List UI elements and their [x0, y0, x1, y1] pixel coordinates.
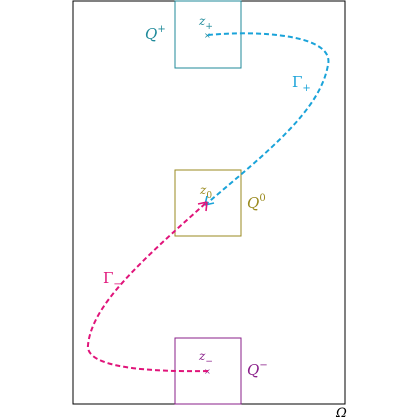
square-q-zero	[174, 169, 242, 237]
label-z-minus-name: z	[198, 349, 206, 363]
label-z-zero-sub: 0	[206, 191, 212, 201]
label-q-zero: Q0	[247, 193, 266, 212]
label-q-zero-sup: 0	[259, 193, 265, 204]
label-z-minus-sub: −	[205, 357, 213, 367]
curve-gamma-minus	[86, 201, 209, 373]
arrowhead-gamma-minus	[197, 201, 208, 212]
domain-label: Ω	[335, 406, 347, 420]
label-q-plus: Q+	[145, 24, 166, 43]
square-q-plus	[174, 0, 242, 69]
label-z-plus-sub: +	[205, 22, 213, 32]
label-q-minus-sup: −	[259, 360, 267, 371]
label-gamma-plus-name: Γ	[292, 73, 302, 91]
label-q-minus-name: Q	[247, 361, 259, 379]
label-gamma-minus: Γ−	[103, 269, 122, 290]
label-z-plus: z+	[198, 14, 213, 32]
label-q-minus: Q−	[247, 360, 268, 379]
label-q-plus-name: Q	[145, 25, 157, 43]
label-gamma-minus-name: Γ	[103, 269, 113, 287]
label-z-minus: z−	[198, 349, 213, 367]
curve-gamma-plus	[204, 32, 330, 206]
label-z-plus-name: z	[198, 14, 206, 28]
label-q-zero-name: Q	[247, 194, 259, 212]
label-gamma-plus: Γ+	[292, 73, 311, 94]
label-gamma-minus-sub: −	[113, 279, 121, 290]
label-z-zero: z0	[199, 183, 212, 201]
label-z-zero-name: z	[199, 183, 207, 197]
domain-boundary	[72, 0, 346, 405]
label-gamma-plus-sub: +	[302, 83, 310, 94]
point-z-plus-marker: ×	[204, 31, 211, 40]
label-q-plus-sup: +	[157, 24, 165, 35]
